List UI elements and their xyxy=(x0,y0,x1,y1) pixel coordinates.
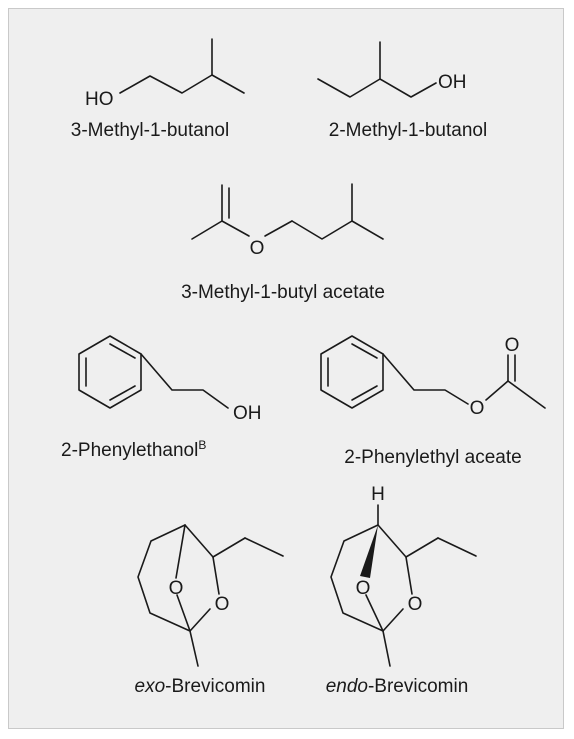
caption-endo-brevicomin: endo-Brevicomin xyxy=(326,676,469,697)
ethyl-bond xyxy=(405,537,439,558)
caption-2-phenylethanol-text: 2-Phenylethanol xyxy=(61,440,198,461)
structure-3-methyl-1-butyl-acetate: O xyxy=(191,183,384,259)
skeleton-2-methyl-1-butanol xyxy=(317,78,437,98)
atom-label-ring-oxygen: O xyxy=(215,594,230,615)
ester-bond xyxy=(485,380,509,401)
aromatic-inner-bond xyxy=(351,385,378,401)
structure-2-phenylethyl-aceate: O O xyxy=(320,335,546,419)
structure-2-methyl-1-butanol: OH xyxy=(317,41,467,98)
bond xyxy=(264,220,293,237)
bond xyxy=(382,608,404,632)
caption-2-phenylethanol: 2-PhenylethanolB xyxy=(61,438,206,461)
caption-3-methyl-1-butyl-acetate: 3-Methyl-1-butyl acetate xyxy=(181,282,385,303)
oxygen-bridge-bond xyxy=(175,524,186,579)
aromatic-inner-bond xyxy=(109,385,136,401)
atom-label-hydroxyl: OH xyxy=(438,72,467,93)
wedge-bond xyxy=(360,525,378,578)
acetyl-methyl-bond xyxy=(507,380,546,409)
chain xyxy=(291,220,384,240)
structure-exo-brevicomin: O O xyxy=(137,524,284,667)
structure-2-phenylethanol: OH xyxy=(78,335,262,424)
atom-label-ester-oxygen: O xyxy=(470,398,485,419)
ethyl-chain xyxy=(382,353,469,405)
ring-chain xyxy=(137,524,191,632)
aromatic-inner-bond xyxy=(351,343,378,359)
caption-prefix-exo: exo xyxy=(135,676,166,697)
caption-exo-brevicomin: exo-Brevicomin xyxy=(135,676,266,697)
caption-suffix-brevicomin: -Brevicomin xyxy=(368,676,468,697)
bond xyxy=(221,220,250,237)
benzene-ring xyxy=(320,335,384,409)
caption-suffix-brevicomin: -Brevicomin xyxy=(165,676,265,697)
bond xyxy=(189,608,211,632)
caption-2-phenylethyl-aceate: 2-Phenylethyl aceate xyxy=(344,447,521,468)
methyl-bond xyxy=(382,630,391,667)
ethyl-bond xyxy=(212,537,246,558)
oxygen-bridge-bond xyxy=(365,594,384,632)
atom-label-hydrogen: H xyxy=(371,484,385,505)
atom-label-hydroxyl: OH xyxy=(233,403,262,424)
atom-label-oxygen: O xyxy=(250,238,265,259)
caption-superscript: B xyxy=(198,438,206,452)
bond xyxy=(377,524,407,558)
oxygen-bridge-bond xyxy=(176,594,191,632)
caption-prefix-endo: endo xyxy=(326,676,368,697)
caption-3-methyl-1-butanol: 3-Methyl-1-butanol xyxy=(71,120,229,141)
benzene-ring xyxy=(78,335,142,409)
caption-2-methyl-1-butanol: 2-Methyl-1-butanol xyxy=(329,120,487,141)
bond xyxy=(405,556,413,595)
structure-endo-brevicomin: H O O xyxy=(330,484,477,667)
bond xyxy=(191,220,223,240)
aromatic-inner-bond xyxy=(109,343,136,359)
figure-panel xyxy=(8,8,564,729)
methyl-bond xyxy=(189,630,199,667)
ethyl-chain xyxy=(140,353,229,409)
structure-3-methyl-1-butanol: HO xyxy=(85,38,245,110)
atom-label-carbonyl-oxygen: O xyxy=(505,335,520,356)
ring-chain xyxy=(330,524,384,632)
skeleton-3-methyl-1-butanol xyxy=(119,74,245,94)
atom-label-ring-oxygen: O xyxy=(408,594,423,615)
bond xyxy=(212,556,220,595)
atom-label-hydroxyl: HO xyxy=(85,89,114,110)
atom-label-bridge-oxygen: O xyxy=(356,578,371,599)
atom-label-bridge-oxygen: O xyxy=(169,578,184,599)
bond xyxy=(184,524,214,558)
ethyl-bond xyxy=(437,537,477,557)
ethyl-bond xyxy=(244,537,284,557)
